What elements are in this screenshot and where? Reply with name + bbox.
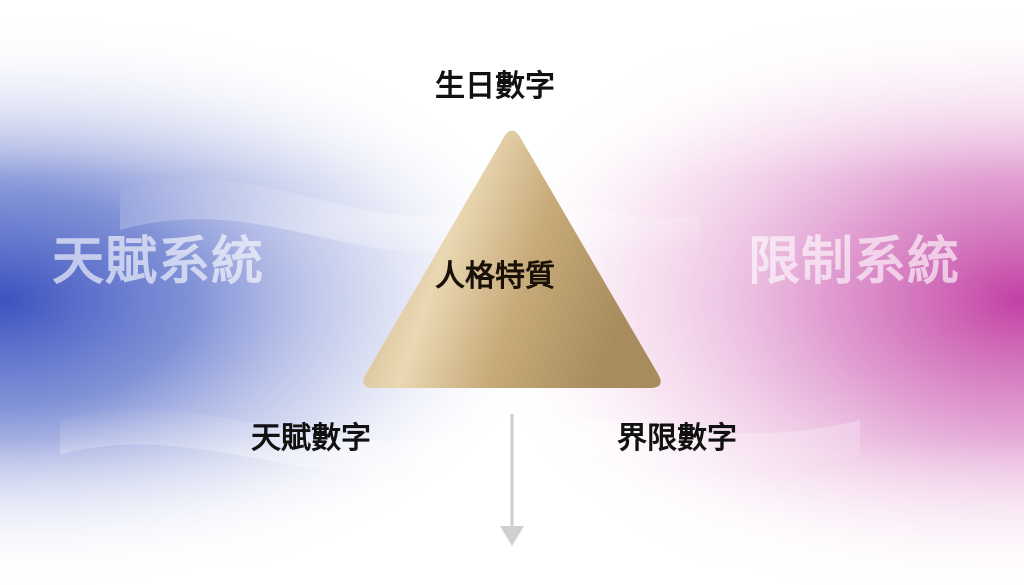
top-node-label: 生日數字 [435, 69, 555, 104]
left-system-title: 天賦系統 [52, 231, 265, 292]
center-node-label: 人格特質 [435, 259, 555, 294]
personality-triangle [363, 130, 661, 388]
bottom-right-node-label: 界限數字 [617, 421, 737, 456]
right-system-title: 限制系統 [748, 231, 961, 292]
down-arrow-head [500, 526, 524, 546]
bottom-left-node-label: 天賦數字 [251, 421, 371, 456]
